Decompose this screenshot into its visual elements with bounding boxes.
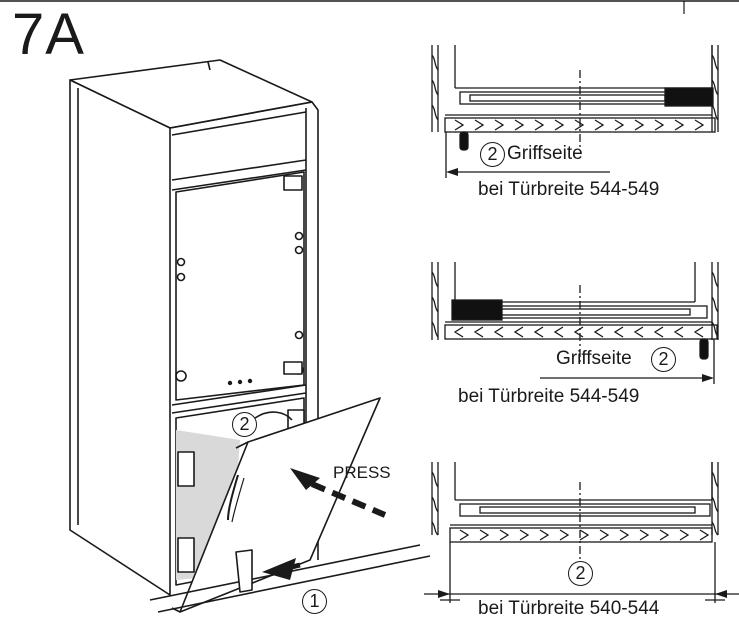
section-top — [431, 45, 719, 178]
width-note-bottom: bei Türbreite 540-544 — [478, 598, 660, 619]
section-bottom — [424, 462, 739, 603]
section-middle — [431, 262, 719, 384]
figure-label: 7A — [12, 2, 85, 67]
width-note-middle: bei Türbreite 544-549 — [458, 386, 640, 407]
marker-two-bottom: 2 — [568, 561, 593, 586]
width-note-top: bei Türbreite 544-549 — [478, 179, 660, 200]
press-label: PRESS — [333, 463, 391, 482]
marker-one: 1 — [302, 589, 327, 614]
handle-side-label-middle: Griffseite — [556, 348, 632, 369]
marker-two-middle: 2 — [651, 347, 676, 372]
marker-two-top: 2 — [480, 142, 505, 167]
handle-side-label-top: Griffseite — [507, 143, 583, 164]
marker-two-left: 2 — [232, 412, 257, 437]
